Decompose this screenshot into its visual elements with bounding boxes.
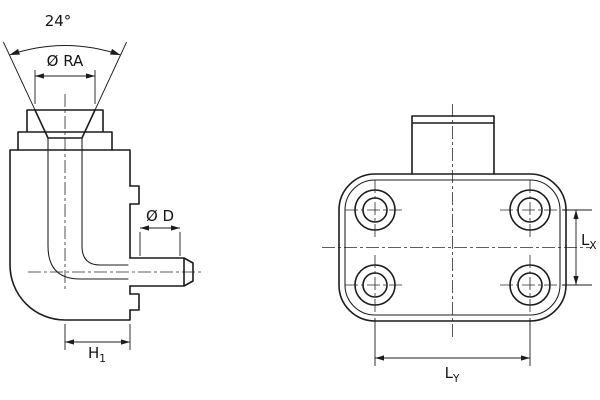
height-label: H1 — [88, 344, 106, 365]
height-lines — [64, 324, 131, 350]
bolt-hole-crosshair — [500, 255, 560, 315]
dim-cone-angle: 24° — [2, 12, 128, 111]
bolt-hole-bottom-left — [345, 255, 405, 315]
dim-bolt-spacing-x: LX — [562, 209, 597, 286]
dim-bolt-spacing-y: LY — [374, 318, 531, 385]
bolt-holes — [345, 180, 560, 315]
spacing-y-arrow-left — [375, 355, 384, 361]
dim-flare-diameter: Ø RA — [34, 52, 96, 104]
height-arrow-right — [121, 339, 130, 345]
cone-angle-label: 24° — [45, 12, 72, 30]
elbow-body-outline — [9, 149, 131, 321]
lock-tab-lower — [129, 293, 140, 311]
flange-outline — [338, 115, 567, 322]
dim-port-diameter: Ø D — [139, 207, 181, 256]
bolt-hole-crosshair — [500, 180, 560, 240]
spacing-y-arrow-right — [521, 355, 530, 361]
port-diameter-lines — [139, 227, 181, 256]
cone-angle-arrow-left — [9, 48, 20, 55]
elbow-outline — [9, 109, 194, 321]
port-diameter-arrow-right — [171, 225, 180, 231]
spacing-x-lines — [562, 209, 592, 286]
top-port-outline — [17, 109, 113, 151]
side-port-stub — [129, 257, 194, 287]
flare-diameter-arrow-right — [86, 73, 95, 79]
dim-height: H1 — [64, 324, 131, 365]
flare-diameter-label: Ø RA — [47, 52, 84, 70]
cone-angle-arrow-right — [110, 48, 121, 55]
lock-tab-upper — [129, 185, 140, 205]
right-view: LX LY — [322, 104, 597, 385]
flare-diameter-arrow-left — [35, 73, 44, 79]
port-diameter-label: Ø D — [146, 207, 174, 225]
flange-centerlines — [322, 104, 592, 340]
spacing-x-arrow-bottom — [573, 276, 579, 285]
flare-diameter-lines — [34, 70, 96, 104]
bolt-hole-top-right — [500, 180, 560, 240]
spacing-x-label: LX — [581, 231, 597, 252]
bore-inner-detail — [47, 137, 129, 280]
port-block-outline — [411, 115, 495, 175]
flange-chamfer-edge — [344, 179, 561, 316]
spacing-x-arrow-top — [573, 210, 579, 219]
bolt-hole-top-left — [345, 180, 405, 240]
bolt-hole-crosshair — [345, 180, 405, 240]
cone-angle-extension-lines — [2, 41, 128, 111]
elbow-centerlines — [28, 94, 204, 292]
bolt-hole-crosshair — [345, 255, 405, 315]
spacing-y-label: LY — [445, 364, 460, 385]
flare-cone-24deg — [34, 109, 96, 139]
height-arrow-left — [65, 339, 74, 345]
left-view: 24° Ø RA Ø D H1 — [2, 12, 204, 365]
port-diameter-arrow-left — [140, 225, 149, 231]
bolt-hole-bottom-right — [500, 255, 560, 315]
